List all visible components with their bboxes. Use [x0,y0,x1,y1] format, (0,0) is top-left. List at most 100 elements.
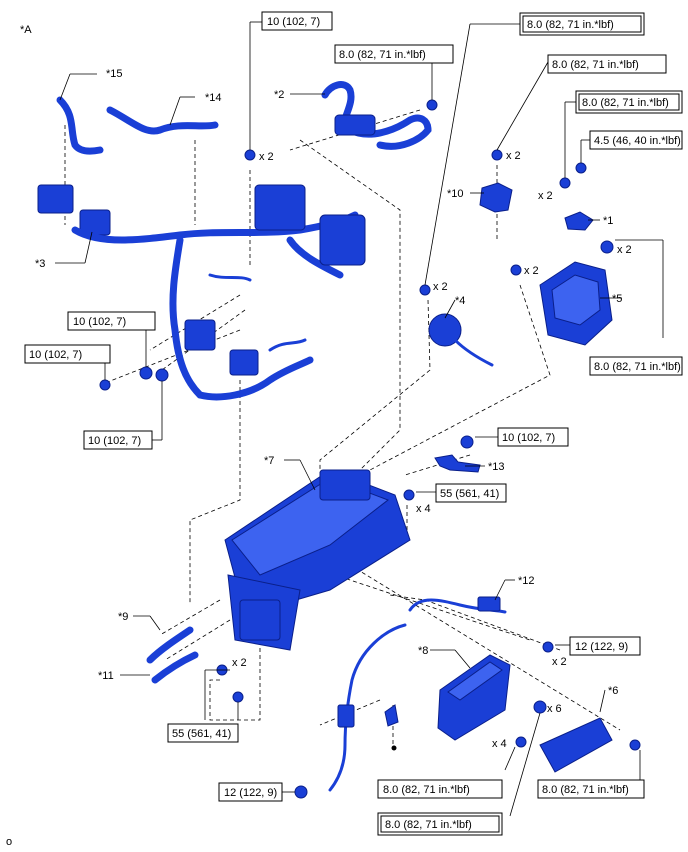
cable-12 [408,596,507,614]
hose-9 [146,626,194,664]
torque-55-a: 55 (561, 41) [440,488,499,500]
torque-8-b: 8.0 (82, 71 in.*lbf) [552,59,639,71]
leader-lines [55,21,664,817]
torque-box [67,311,156,331]
bolt-icon [575,162,587,174]
qty-x6: x 6 [547,703,562,715]
bolt-icon [426,99,438,111]
qty-x2: x 2 [433,281,448,293]
hose-14 [106,106,219,135]
bolt-icon [510,264,522,276]
torque-10-c: 10 (102, 7) [88,435,141,447]
part-label-11: *11 [98,670,114,682]
torque-4-5: 4.5 (46, 40 in.*lbf) [594,135,681,147]
qty-x2: x 2 [259,151,274,163]
torque-10-b: 10 (102, 7) [29,349,82,361]
nut-icon [533,700,547,714]
assembly-dashed-lines [64,109,621,745]
part-labels: *15 *14 *2 *10 *1 *3 *4 *5 *7 *13 *12 *9… [35,68,622,697]
corner-mark: o [6,836,12,848]
torque-box [334,44,454,64]
qty-x2: x 2 [524,265,539,277]
bracket-10 [479,182,513,213]
cover-6 [539,717,613,773]
cable-connector [337,704,355,728]
torque-8-c: 8.0 (82, 71 in.*lbf) [582,97,669,109]
part-label-2: *2 [274,89,284,101]
cable [328,623,407,792]
nut-icon [460,435,474,449]
bolt-icon [559,177,571,189]
torque-box [218,782,283,802]
part-label-7: *7 [264,455,274,467]
figure-id: *A [20,24,32,36]
part-label-6: *6 [608,685,618,697]
torque-box [167,723,239,743]
harness-2 [321,81,432,150]
bolt-icon [419,284,431,296]
torque-box [589,130,683,150]
fasteners [99,99,641,799]
torque-55-b: 55 (561, 41) [172,728,231,740]
torque-8-a: 8.0 (82, 71 in.*lbf) [339,49,426,61]
qty-x2: x 2 [538,190,553,202]
qty-x4: x 4 [492,738,507,750]
part-label-13: *13 [488,461,505,473]
torque-box [547,54,667,74]
bolt-icon [99,379,111,391]
wire-harness-3 [37,184,366,401]
nut-icon [155,368,169,382]
bolt-icon [232,691,244,703]
torque-10-a: 10 (102, 7) [73,316,126,328]
torque-box [497,427,569,447]
torque-box [589,356,683,376]
part-label-14: *14 [205,92,222,104]
qty-x2: x 2 [617,244,632,256]
torque-callouts: 10 (102, 7) 8.0 (82, 71 in.*lbf) 8.0 (82… [24,11,683,836]
torque-8-e: 8.0 (82, 71 in.*lbf) [383,784,470,796]
bolt-icon [244,149,256,161]
part-label-1: *1 [603,215,613,227]
hose-11 [151,651,199,684]
bolt-icon [515,736,527,748]
part-label-4: *4 [455,295,465,307]
bolt-icon [491,149,503,161]
bolt-icon [403,489,415,501]
module-8 [437,654,511,741]
nut-icon [294,785,308,799]
hose-15 [56,96,104,155]
torque-10-top: 10 (102, 7) [267,16,320,28]
torque-10-d: 10 (102, 7) [502,432,555,444]
torque-box [569,636,641,656]
qty-x4: x 4 [416,503,431,515]
sensor-4 [428,313,494,367]
bolt-icon [542,641,554,653]
torque-box [83,430,153,450]
torque-box [261,11,333,31]
torque-8-g: 8.0 (82, 71 in.*lbf) [385,819,472,831]
qty-x2: x 2 [552,656,567,668]
part-label-10: *10 [447,188,464,200]
torque-8-f: 8.0 (82, 71 in.*lbf) [542,784,629,796]
part-label-5: *5 [612,293,622,305]
clip [384,704,399,727]
qty-x2: x 2 [232,657,247,669]
part-label-9: *9 [118,611,128,623]
torque-box [435,483,507,503]
qty-x2: x 2 [506,150,521,162]
inverter-7 [224,469,411,651]
torque-box [377,779,503,799]
torque-12-a: 12 (122, 9) [575,641,628,653]
part-label-12: *12 [518,575,535,587]
part-label-3: *3 [35,258,45,270]
nut-icon [139,366,153,380]
bracket-13 [434,454,481,473]
quantity-labels: x 2 x 2 x 2 x 2 x 2 x 2 x 4 x 2 x 2 x 6 … [232,150,632,750]
torque-box [24,344,111,364]
torque-8-top: 8.0 (82, 71 in.*lbf) [527,19,614,31]
dot-marker [391,745,397,751]
part-label-8: *8 [418,645,428,657]
part-label-15: *15 [106,68,123,80]
nut-icon [600,240,614,254]
torque-8-d: 8.0 (82, 71 in.*lbf) [594,361,681,373]
